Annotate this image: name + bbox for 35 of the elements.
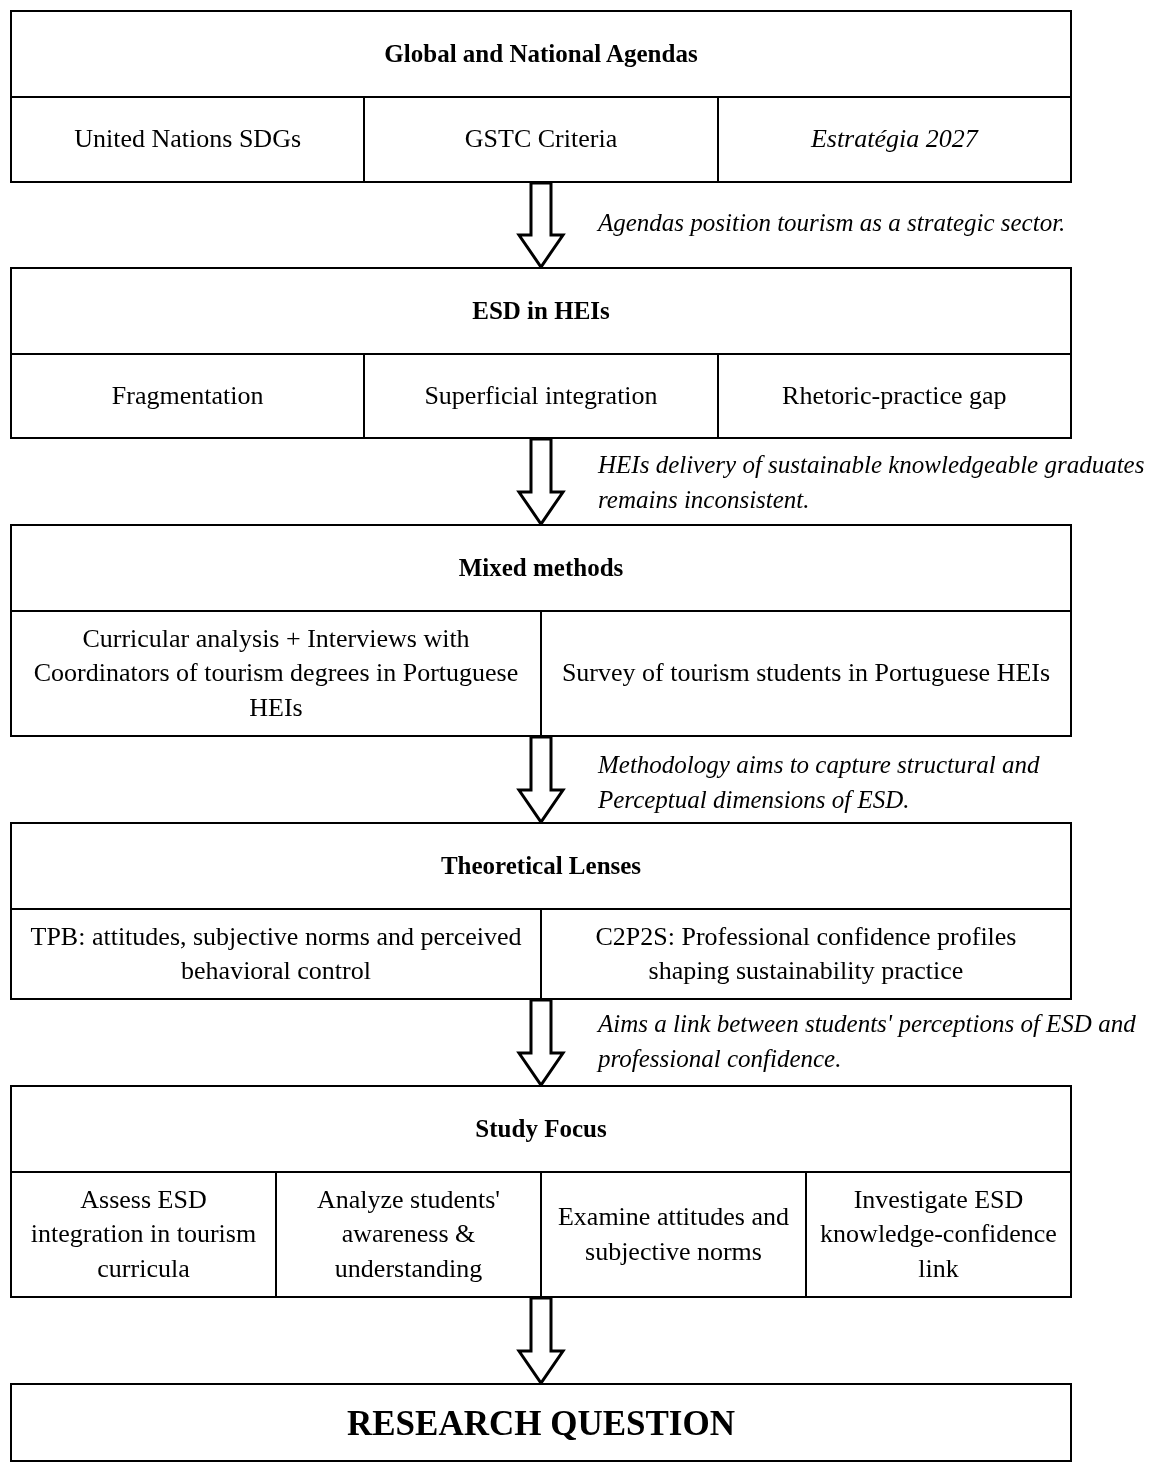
section-heading: ESD in HEIs xyxy=(472,297,610,325)
edge-label: HEIs delivery of sustainable knowledgeable graduates remains inconsistent. xyxy=(598,450,1146,515)
section-heading: RESEARCH QUESTION xyxy=(347,1403,735,1444)
section-heading: Mixed methods xyxy=(458,554,624,582)
item-cell: TPB: attitudes, subjective norms and perceived behavioral control xyxy=(12,910,540,998)
item-cell: GSTC Criteria xyxy=(363,98,717,181)
edge-label: Methodology aims to capture structural and Perceptual dimensions of ESD. xyxy=(598,750,1041,815)
item-cell: Analyze students' awareness & understanding xyxy=(275,1173,540,1296)
hollow-arrow xyxy=(516,998,566,1088)
item-cell: C2P2S: Professional confidence profiles shaping sustainability practice xyxy=(540,910,1070,998)
item-cell: Assess ESD integration in tourism curricula xyxy=(12,1173,275,1296)
hollow-arrow xyxy=(516,181,566,270)
item-cell: Curricular analysis + Interviews with Coordinators of tourism degrees in Portuguese HEIs xyxy=(12,612,540,735)
hollow-arrow xyxy=(516,1296,566,1386)
section-heading: Study Focus xyxy=(475,1115,607,1143)
section-heading: Theoretical Lenses xyxy=(440,852,642,880)
item-cell: Investigate ESD knowledge-confidence link xyxy=(805,1173,1070,1296)
item-cell: Estratégia 2027 xyxy=(716,98,1070,181)
item-cell: Survey of tourism students in Portuguese HEIs xyxy=(540,612,1070,735)
hollow-arrow xyxy=(516,437,566,527)
item-cell: Fragmentation xyxy=(12,355,364,437)
section-box xyxy=(10,1383,1072,1462)
hollow-arrow xyxy=(516,735,566,825)
section-heading: Global and National Agendas xyxy=(384,40,698,68)
section-box xyxy=(10,10,1072,183)
edge-label: Agendas position tourism as a strategic sector. xyxy=(598,208,1067,238)
item-cell: Examine attitudes and subjective norms xyxy=(540,1173,805,1296)
section-box xyxy=(10,524,1072,737)
item-cell: Superficial integration xyxy=(363,355,717,437)
edge-label: Aims a link between students' perceptions of ESD and professional confidence. xyxy=(598,1009,1137,1074)
section-box xyxy=(10,267,1072,439)
section-box xyxy=(10,1085,1072,1298)
item-cell: United Nations SDGs xyxy=(12,98,364,181)
section-box xyxy=(10,822,1072,1000)
item-cell: Rhetoric-practice gap xyxy=(716,355,1070,437)
